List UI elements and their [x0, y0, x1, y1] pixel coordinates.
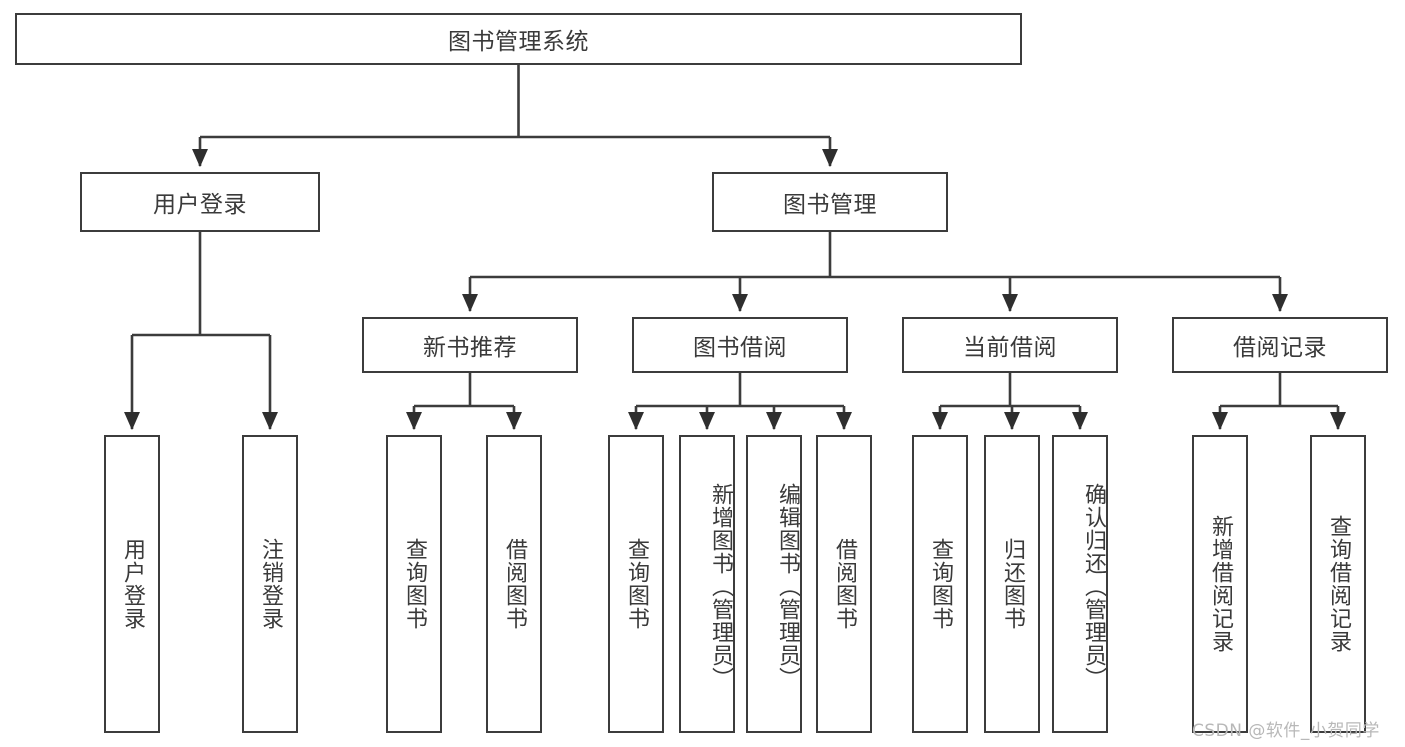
leaf-edit-book-admin[interactable]: 编辑图书（管理员） — [746, 435, 802, 733]
leaf-borrow-book-action-label: 借阅图书 — [831, 538, 857, 630]
leaf-query-book-current[interactable]: 查询图书 — [912, 435, 968, 733]
node-user-login[interactable]: 用户登录 — [80, 172, 320, 232]
leaf-add-book-admin[interactable]: 新增图书（管理员） — [679, 435, 735, 733]
leaf-return-book[interactable]: 归还图书 — [984, 435, 1040, 733]
csdn-watermark: CSDN @软件_小贺同学 — [1192, 721, 1380, 741]
leaf-query-book-borrow-label: 查询图书 — [623, 538, 649, 630]
leaf-add-borrow-record-label: 新增借阅记录 — [1207, 515, 1233, 653]
leaf-add-borrow-record[interactable]: 新增借阅记录 — [1192, 435, 1248, 733]
leaf-query-book-recommend-label: 查询图书 — [401, 538, 427, 630]
node-current-borrow[interactable]: 当前借阅 — [902, 317, 1118, 373]
leaf-query-book-recommend[interactable]: 查询图书 — [386, 435, 442, 733]
leaf-query-borrow-record-label: 查询借阅记录 — [1325, 515, 1351, 653]
leaf-user-logout-label: 注销登录 — [257, 538, 283, 630]
leaf-borrow-book-recommend-label: 借阅图书 — [501, 538, 527, 630]
leaf-confirm-return-admin-label: 确认归还（管理员） — [1081, 482, 1106, 690]
leaf-user-logout[interactable]: 注销登录 — [242, 435, 298, 733]
leaf-user-login[interactable]: 用户登录 — [104, 435, 160, 733]
node-book-borrow[interactable]: 图书借阅 — [632, 317, 848, 373]
leaf-query-book-borrow[interactable]: 查询图书 — [608, 435, 664, 733]
leaf-confirm-return-admin[interactable]: 确认归还（管理员） — [1052, 435, 1108, 733]
leaf-add-book-admin-label: 新增图书（管理员） — [708, 482, 733, 690]
node-new-book-recommend[interactable]: 新书推荐 — [362, 317, 578, 373]
node-borrow-record[interactable]: 借阅记录 — [1172, 317, 1388, 373]
leaf-edit-book-admin-label: 编辑图书（管理员） — [775, 482, 800, 690]
leaf-query-borrow-record[interactable]: 查询借阅记录 — [1310, 435, 1366, 733]
leaf-return-book-label: 归还图书 — [999, 538, 1025, 630]
leaf-user-login-label: 用户登录 — [119, 538, 145, 630]
leaf-borrow-book-recommend[interactable]: 借阅图书 — [486, 435, 542, 733]
leaf-borrow-book-action[interactable]: 借阅图书 — [816, 435, 872, 733]
node-book-manage[interactable]: 图书管理 — [712, 172, 948, 232]
node-title-system[interactable]: 图书管理系统 — [15, 13, 1022, 65]
leaf-query-book-current-label: 查询图书 — [927, 538, 953, 630]
